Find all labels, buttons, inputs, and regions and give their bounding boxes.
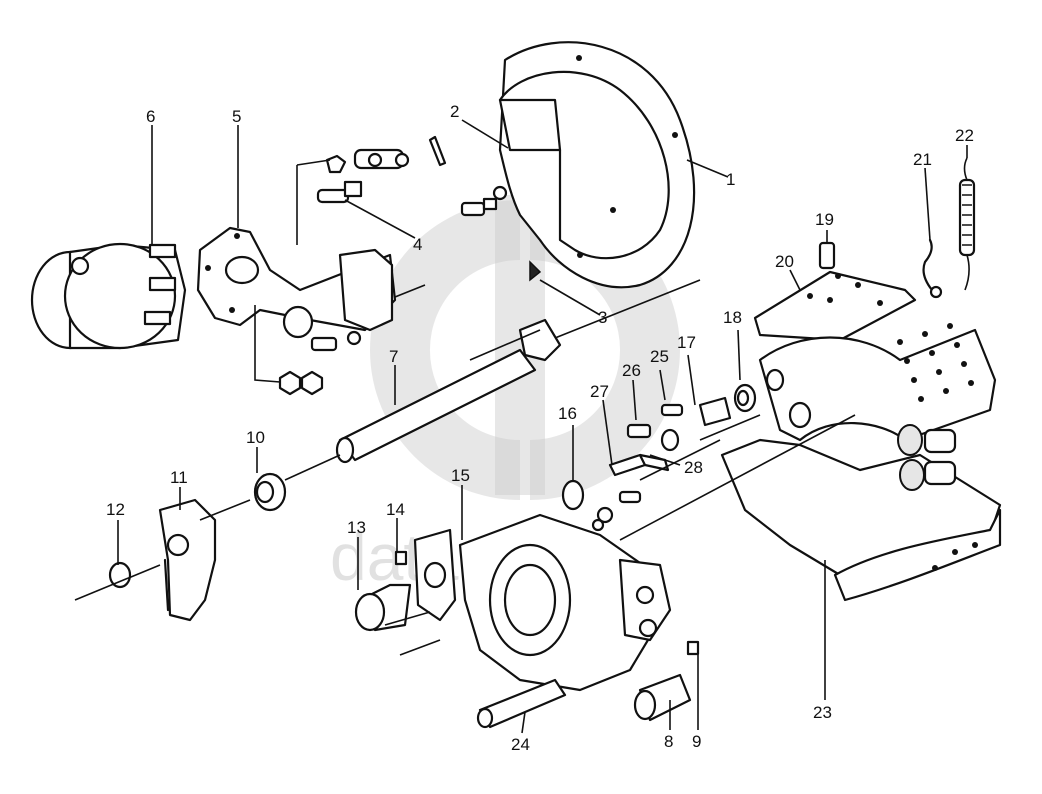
center-small-hardware <box>591 490 642 532</box>
camshaft <box>335 318 562 464</box>
roller-pin <box>698 383 757 427</box>
return-springs <box>922 157 976 299</box>
callout-22: 22 <box>955 126 974 145</box>
small-fitting <box>686 640 700 656</box>
shield-bolts <box>460 185 508 217</box>
spacer-washer <box>561 479 585 511</box>
callout-12: 12 <box>106 500 125 519</box>
callout-7: 7 <box>389 347 398 366</box>
callout-18: 18 <box>723 308 742 327</box>
callout-6: 6 <box>146 107 155 126</box>
callout-14: 14 <box>386 500 405 519</box>
long-anchor-pin <box>476 678 567 729</box>
actuator-bracket <box>196 226 397 339</box>
snap-ring <box>108 561 132 589</box>
callout-1: 1 <box>726 170 735 189</box>
callout-27: 27 <box>590 382 609 401</box>
assembly-centerlines <box>74 279 856 656</box>
brake-shoes <box>720 323 1002 602</box>
callout-labels: 1 2 3 4 5 6 7 8 9 10 11 12 13 14 15 16 1… <box>106 102 974 754</box>
brake-lining <box>753 270 917 342</box>
callout-21: 21 <box>913 150 932 169</box>
mounting-nuts <box>278 330 362 396</box>
brake-chamber <box>30 242 187 350</box>
callout-28: 28 <box>684 458 703 477</box>
anchor-pin <box>818 241 836 270</box>
callout-8: 8 <box>664 732 673 751</box>
callout-13: 13 <box>347 518 366 537</box>
callout-17: 17 <box>677 333 696 352</box>
clevis-assembly <box>316 135 447 204</box>
callout-26: 26 <box>622 361 641 380</box>
callout-11: 11 <box>170 468 188 487</box>
spring-link-set <box>608 403 684 477</box>
callout-15: 15 <box>451 466 470 485</box>
callout-9: 9 <box>692 732 701 751</box>
callout-23: 23 <box>813 703 832 722</box>
callout-24: 24 <box>511 735 530 754</box>
callout-2: 2 <box>450 102 459 121</box>
callout-25: 25 <box>650 347 669 366</box>
brake-spider <box>413 513 672 692</box>
callout-20: 20 <box>775 252 794 271</box>
camshaft-seal <box>253 472 287 512</box>
dust-shield <box>498 41 696 289</box>
callout-4: 4 <box>413 235 422 254</box>
callout-19: 19 <box>815 210 834 229</box>
callout-leaders <box>117 119 968 734</box>
callout-16: 16 <box>558 404 577 423</box>
callout-5: 5 <box>232 107 241 126</box>
grease-fitting <box>394 550 408 566</box>
slack-adjuster <box>158 498 217 622</box>
callout-3: 3 <box>598 308 607 327</box>
bushing <box>354 583 412 632</box>
callout-10: 10 <box>246 428 265 447</box>
short-anchor-pin <box>633 673 692 722</box>
